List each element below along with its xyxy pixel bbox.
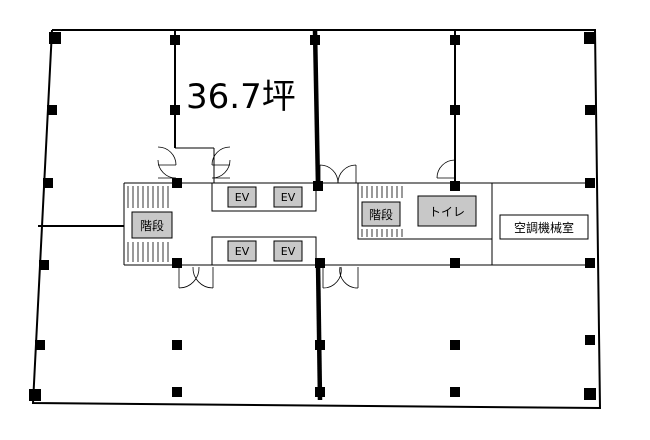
elevator-label: EV <box>235 245 250 258</box>
toilet: トイレ <box>417 195 477 227</box>
structural-column <box>585 178 595 188</box>
structural-column <box>585 258 595 268</box>
structural-column <box>29 389 41 401</box>
structural-column <box>47 105 57 115</box>
structural-column <box>35 340 45 350</box>
structural-column <box>49 32 61 44</box>
stairs-left: 階段 <box>131 211 173 239</box>
structural-column <box>310 35 320 45</box>
structural-column <box>584 32 596 44</box>
doors <box>157 146 456 289</box>
mechanical-room: 空調機械室 <box>499 214 589 240</box>
structural-column <box>172 387 182 397</box>
structural-column <box>585 335 595 345</box>
structural-column <box>315 387 325 397</box>
structural-column <box>450 387 460 397</box>
structural-column <box>450 340 460 350</box>
structural-column <box>315 258 325 268</box>
stairs-left-treads <box>127 186 169 262</box>
structural-column <box>315 340 325 350</box>
stairs-right-label: 階段 <box>369 207 393 222</box>
elevator-label: EV <box>281 191 296 204</box>
mechanical-room-label: 空調機械室 <box>514 220 574 235</box>
structural-column <box>313 181 323 191</box>
structural-column <box>172 258 182 268</box>
structural-column <box>39 260 49 270</box>
structural-column <box>585 105 595 115</box>
elevators: EV EV EV EV <box>227 186 303 262</box>
structural-column <box>450 258 460 268</box>
structural-column <box>450 181 460 191</box>
stairs-right: 階段 <box>361 201 401 227</box>
structural-column <box>170 105 180 115</box>
structural-column <box>450 35 460 45</box>
outer-walls <box>31 29 602 410</box>
toilet-label: トイレ <box>429 205 465 219</box>
area-label: 36.7坪 <box>186 77 296 117</box>
structural-column <box>43 178 53 188</box>
columns <box>29 32 596 401</box>
elevator-label: EV <box>235 191 250 204</box>
structural-column <box>584 388 596 400</box>
structural-column <box>170 35 180 45</box>
elevator-label: EV <box>281 245 296 258</box>
structural-column <box>172 340 182 350</box>
stairs-right-treads <box>361 186 403 237</box>
structural-column <box>172 178 182 188</box>
structural-column <box>450 105 460 115</box>
stairs-left-label: 階段 <box>140 218 164 233</box>
